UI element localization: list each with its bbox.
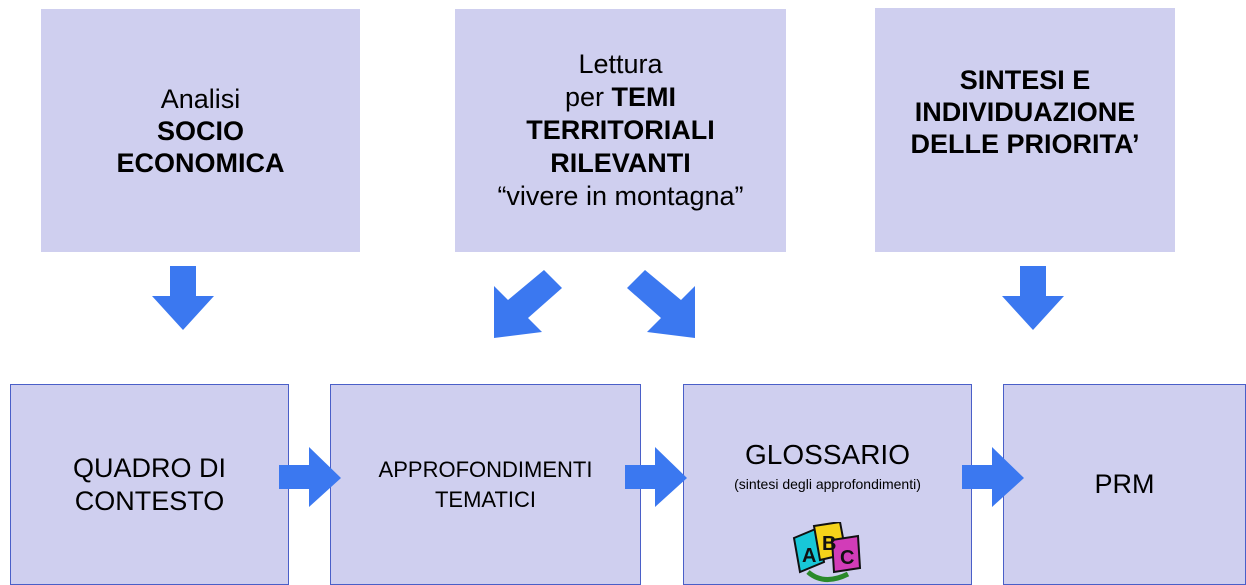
lettura-line2-prefix: per (564, 82, 612, 112)
box-approfondimenti-tematici: APPROFONDIMENTI TEMATICI (330, 384, 641, 585)
sintesi-line3: DELLE PRIORITA’ (910, 129, 1140, 159)
arrow-right-icon (279, 447, 343, 509)
arrow-down-icon (1000, 266, 1066, 332)
svg-text:C: C (840, 547, 854, 569)
analisi-line3: ECONOMICA (116, 147, 285, 178)
lettura-line1: Lettura (578, 49, 663, 79)
approf-line2: TEMATICI (434, 486, 537, 512)
approf-line1: APPROFONDIMENTI (378, 456, 593, 482)
lettura-line4: RILEVANTI (550, 148, 691, 178)
analisi-line2: SOCIO (156, 115, 244, 146)
sintesi-line1: SINTESI E (959, 65, 1091, 95)
lettura-line2-bold: TEMI (611, 82, 677, 112)
box-sintesi-priorita: SINTESI E INDIVIDUAZIONE DELLE PRIORITA’ (875, 8, 1175, 252)
arrow-right-icon (962, 447, 1026, 509)
arrow-down-left-icon (492, 270, 564, 342)
quadro-line2: CONTESTO (74, 485, 225, 516)
box-prm: PRM (1003, 384, 1246, 585)
svg-text:B: B (822, 533, 836, 555)
sintesi-line2: INDIVIDUAZIONE (914, 97, 1136, 127)
glossario-title: GLOSSARIO (745, 439, 910, 470)
analisi-line1: Analisi (160, 83, 241, 114)
lettura-line5: “vivere in montagna” (497, 181, 744, 211)
lettura-line3: TERRITORIALI (526, 115, 715, 145)
arrow-down-right-icon (625, 270, 697, 342)
lettura-line2: per TEMI (565, 81, 676, 114)
box-quadro-contesto: QUADRO DI CONTESTO (10, 384, 289, 585)
box-analisi-socio-economica: Analisi SOCIO ECONOMICA (41, 9, 360, 252)
arrow-right-icon (625, 447, 689, 509)
quadro-line1: QUADRO DI (72, 452, 226, 483)
prm-label: PRM (1094, 469, 1155, 499)
box-lettura-temi: Lettura per TEMI TERRITORIALI RILEVANTI … (455, 9, 786, 252)
svg-text:A: A (802, 545, 816, 567)
abc-logo-icon: A B C (788, 520, 862, 585)
arrow-down-icon (150, 266, 216, 332)
glossario-subtitle: (sintesi degli approfondimenti) (734, 476, 921, 492)
